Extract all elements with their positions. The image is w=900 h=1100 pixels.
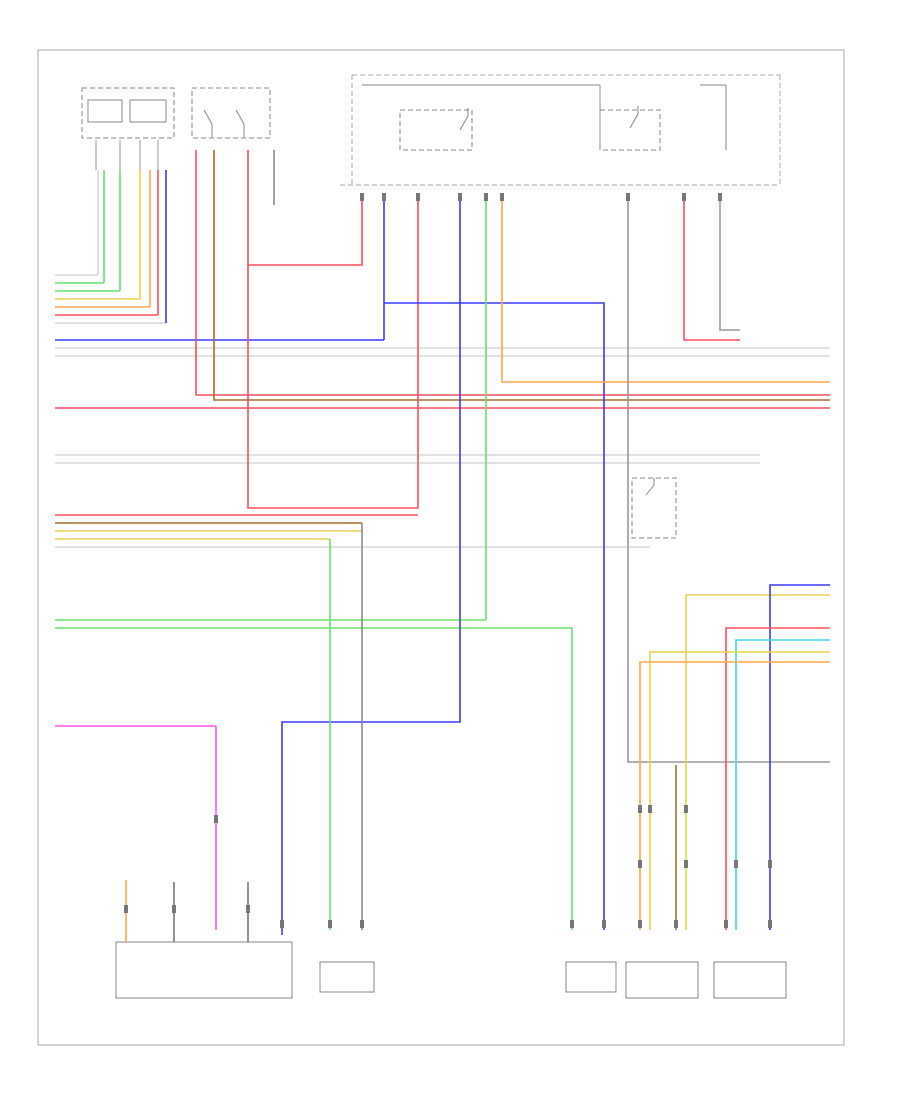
sensor-right-2 bbox=[713, 961, 787, 999]
diagram-frame bbox=[37, 49, 845, 1046]
bus-lines bbox=[55, 274, 830, 727]
fuel-relay bbox=[399, 108, 473, 151]
switch-mid bbox=[191, 87, 271, 139]
sensor-right-1 bbox=[625, 961, 699, 999]
right-harness bbox=[639, 584, 830, 930]
relay-drop-wires bbox=[215, 195, 830, 935]
canister-valve bbox=[319, 961, 375, 993]
switch-mid-wires bbox=[195, 150, 830, 509]
fuel-pump bbox=[565, 961, 617, 993]
switch-left bbox=[81, 87, 175, 170]
connector-markers bbox=[124, 193, 772, 928]
mid-relay-symbol bbox=[631, 477, 677, 539]
relay-box bbox=[340, 74, 781, 186]
switch-left-wires bbox=[97, 170, 167, 323]
main-relay bbox=[599, 106, 661, 151]
fuel-sending-unit bbox=[115, 880, 293, 999]
